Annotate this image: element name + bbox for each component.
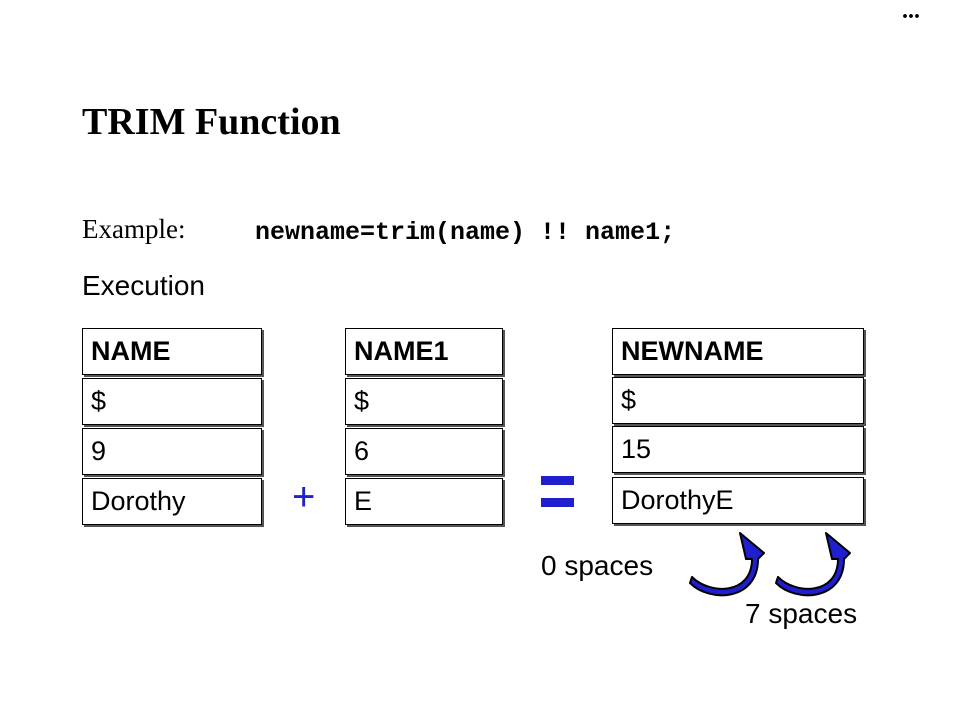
name-type: $: [82, 378, 262, 425]
zero-spaces-label: 0 spaces: [541, 550, 654, 581]
curved-arrow-icon: [775, 532, 851, 597]
slide-title: TRIM Function: [82, 101, 341, 143]
newname-header: NEWNAME: [612, 328, 864, 375]
name-length: 9: [82, 428, 262, 475]
plus-operator: +: [292, 475, 316, 519]
newname-length: 15: [612, 426, 864, 473]
name-value: Dorothy: [82, 478, 262, 525]
name1-value: E: [345, 478, 503, 525]
example-label: Example:: [82, 214, 186, 244]
name1-header: NAME1: [345, 328, 503, 375]
name1-type: $: [345, 378, 503, 425]
name-header: NAME: [82, 328, 262, 375]
curved-arrow-icon: [689, 532, 765, 597]
newname-value: DorothyE: [612, 477, 864, 524]
name1-length: 6: [345, 428, 503, 475]
execution-label: Execution: [82, 270, 205, 301]
equals-operator: [541, 476, 574, 520]
slide-ellipsis: ...: [902, 0, 920, 24]
code-statement: newname=trim(name) !! name1;: [255, 218, 676, 247]
newname-type: $: [612, 377, 864, 424]
seven-spaces-label: 7 spaces: [745, 598, 858, 629]
curved-arrows: [689, 532, 851, 597]
